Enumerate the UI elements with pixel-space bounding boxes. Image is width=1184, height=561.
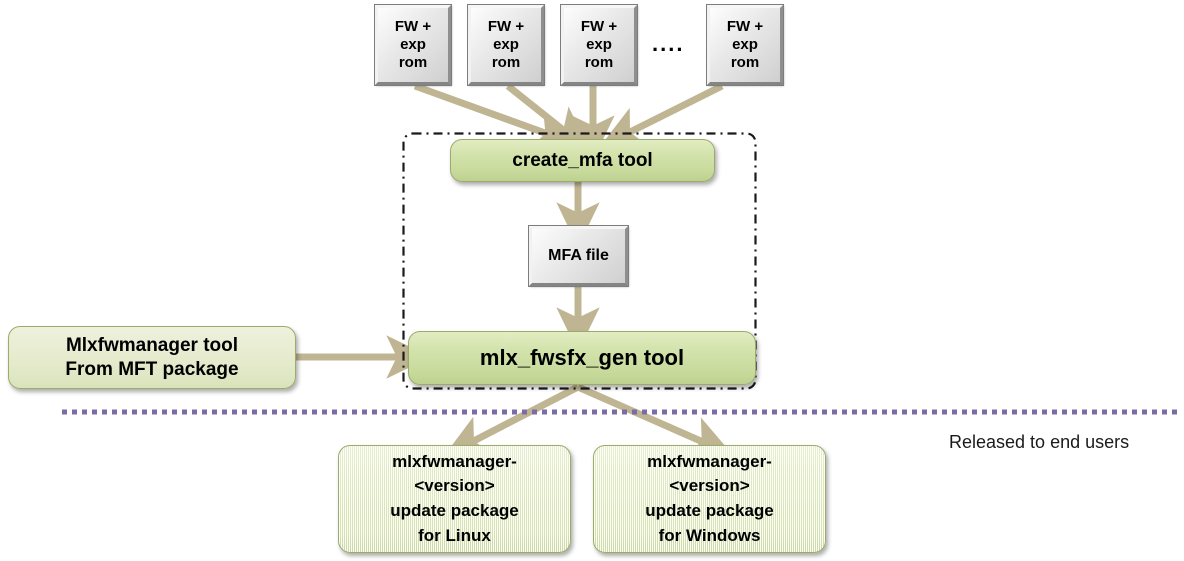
create-mfa-tool-label: create_mfa tool bbox=[512, 149, 653, 171]
output-package-windows[interactable]: mlxfwmanager- <version> update package f… bbox=[593, 445, 826, 553]
source-box-1[interactable]: FW + exp rom bbox=[374, 4, 452, 86]
source-box-4-label: FW + exp rom bbox=[726, 18, 764, 71]
arrow-src2-to-create bbox=[505, 83, 591, 152]
arrow-gen-to-linux-package bbox=[443, 383, 580, 457]
release-divider-label: Released to end users bbox=[949, 432, 1130, 452]
arrow-src1-to-create bbox=[413, 82, 578, 151]
mfa-file-box[interactable]: MFA file bbox=[528, 225, 629, 287]
output-package-windows-label: mlxfwmanager- <version> update package f… bbox=[645, 451, 774, 545]
output-package-linux[interactable]: mlxfwmanager- <version> update package f… bbox=[338, 445, 571, 553]
source-box-3[interactable]: FW + exp rom bbox=[560, 4, 638, 86]
mfa-file-label: MFA file bbox=[548, 246, 609, 264]
source-box-1-label: FW + exp rom bbox=[394, 18, 432, 71]
source-box-4[interactable]: FW + exp rom bbox=[706, 4, 784, 86]
create-mfa-tool-box[interactable]: create_mfa tool bbox=[450, 139, 715, 182]
source-ellipsis: .... bbox=[652, 31, 685, 56]
source-box-2[interactable]: FW + exp rom bbox=[467, 4, 545, 86]
output-package-linux-label: mlxfwmanager- <version> update package f… bbox=[390, 451, 519, 545]
arrow-gen-to-windows-package bbox=[576, 383, 734, 458]
mlx-fwsfx-gen-tool-label: mlx_fwsfx_gen tool bbox=[479, 345, 685, 370]
mlxfwmanager-tool-label: Mlxfwmanager tool From MFT package bbox=[65, 334, 239, 380]
source-box-2-label: FW + exp rom bbox=[487, 18, 525, 71]
arrow-src4-to-create bbox=[599, 82, 724, 148]
source-box-3-label: FW + exp rom bbox=[580, 18, 618, 71]
mlxfwmanager-tool-box[interactable]: Mlxfwmanager tool From MFT package bbox=[8, 326, 296, 389]
mlx-fwsfx-gen-tool-box[interactable]: mlx_fwsfx_gen tool bbox=[408, 331, 756, 385]
